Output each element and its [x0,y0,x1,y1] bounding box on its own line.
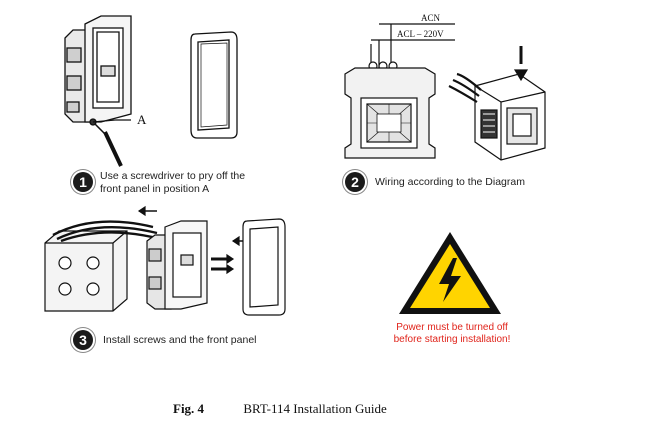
warning-text: Power must be turned off before starting… [372,322,532,346]
step1-label-line2: front panel in position A [100,183,210,195]
step3-number-badge: 3 [73,330,93,350]
warning-line1: Power must be turned off [396,322,508,333]
wire-label-acl: ACL – 220V [397,29,444,39]
step3-illustration [44,205,286,316]
step1-callout-a: A [137,112,147,127]
warning-line2: before starting installation! [393,334,511,345]
figure-label: Fig. 4 [173,401,205,416]
step1-label: Use a screwdriver to pry off the front p… [100,170,245,196]
step1-label-line1: Use a screwdriver to pry off the [100,170,246,182]
step2-label: Wiring according to the Diagram [375,176,525,188]
step2-illustration: ACN ACL – 220V [344,13,546,161]
step3-label: Install screws and the front panel [103,334,257,346]
step2-number-badge: 2 [345,172,365,192]
step1-illustration: A [64,15,238,167]
wire-label-acn: ACN [421,13,441,23]
high-voltage-warning-icon [399,232,501,314]
step1-number-badge: 1 [73,172,93,192]
figure-title: BRT-114 Installation Guide [243,401,387,416]
figure-caption: Fig. 4 BRT-114 Installation Guide [173,401,387,417]
